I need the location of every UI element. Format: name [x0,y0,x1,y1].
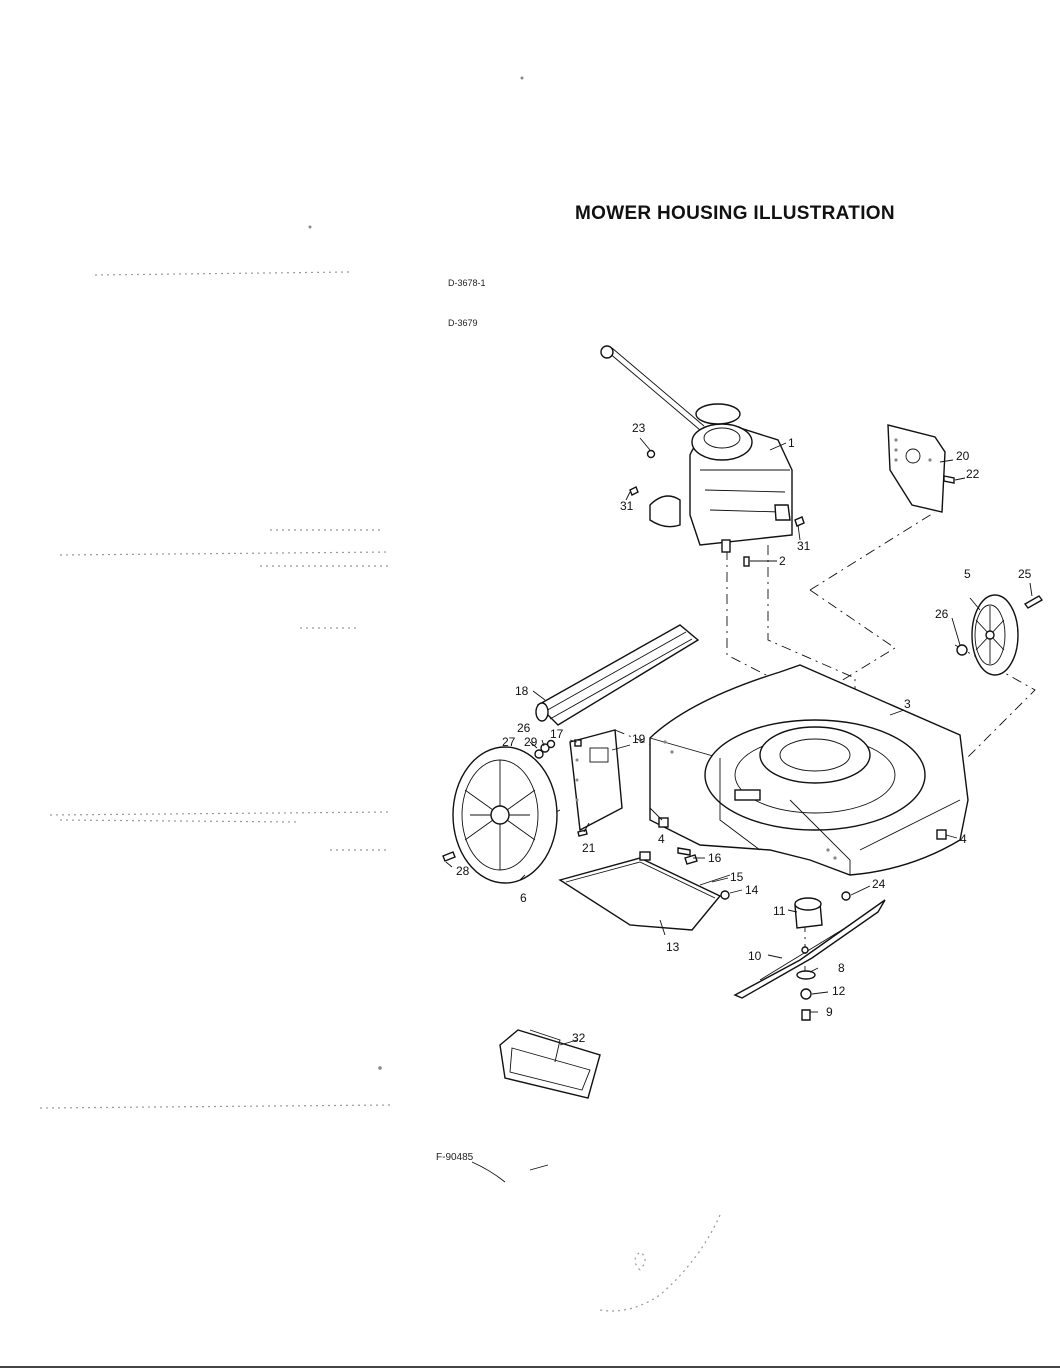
callout-23: 23 [632,421,646,435]
blade [733,899,886,999]
callout-10: 10 [748,949,762,963]
callout-12: 12 [832,984,846,998]
callout-27: 27 [502,735,516,749]
drawing-code-1: D-3678-1 [448,278,486,288]
blade-adapter [794,891,851,929]
callout-22: 22 [966,467,980,481]
page-title: MOWER HOUSING ILLUSTRATION [575,203,895,224]
blade-hardware [796,970,816,1021]
callout-labels: 1 2 3 4 4 5 6 8 9 10 11 12 13 14 15 16 1… [456,421,1032,1045]
scan-residue [39,76,524,1109]
page-bottom-rule [0,1366,1060,1368]
callout-1: 1 [788,436,795,450]
callout-25: 25 [1018,567,1032,581]
callout-16: 16 [708,851,722,865]
callout-21: 21 [582,841,596,855]
engine-assembly [600,345,793,553]
callout-26-right: 26 [935,607,949,621]
callout-4-right: 4 [960,832,967,846]
callout-2: 2 [779,554,786,568]
callout-26-left: 26 [517,721,531,735]
callout-28: 28 [456,864,470,878]
deck-nuts [658,817,947,840]
callout-3: 3 [904,697,911,711]
grass-catcher-frame [499,1029,601,1099]
callout-6: 6 [520,891,527,905]
callout-4-center: 4 [658,832,665,846]
discharge-deflector [558,847,722,931]
callout-31-right: 31 [797,539,811,553]
handle-bracket [887,424,955,513]
callout-14: 14 [745,883,759,897]
deflector-fasteners [684,854,731,900]
callout-17: 17 [550,727,564,741]
drawing-code-2: D-3679 [448,318,478,328]
mower-deck [649,664,969,876]
wheel-bracket [569,729,623,837]
callout-20: 20 [956,449,970,463]
callout-13: 13 [666,940,680,954]
wheel-washers [534,739,582,759]
handwritten-mark [471,1161,721,1312]
engine-fasteners [629,449,805,567]
figure-code: F-90485 [436,1152,474,1163]
callout-31-left: 31 [620,499,634,513]
rear-flap [535,624,700,726]
callout-9: 9 [826,1005,833,1019]
callout-8: 8 [838,961,845,975]
callout-15: 15 [730,870,744,884]
leader-lines [445,437,1033,1046]
callout-24: 24 [872,877,886,891]
callout-18: 18 [515,684,529,698]
callout-11: 11 [773,904,786,918]
callout-32: 32 [572,1031,586,1045]
callout-29: 29 [524,735,538,749]
callout-5: 5 [964,567,971,581]
callout-19: 19 [632,732,646,746]
rear-wheel-small [956,594,1044,676]
front-wheel-large [442,746,558,884]
